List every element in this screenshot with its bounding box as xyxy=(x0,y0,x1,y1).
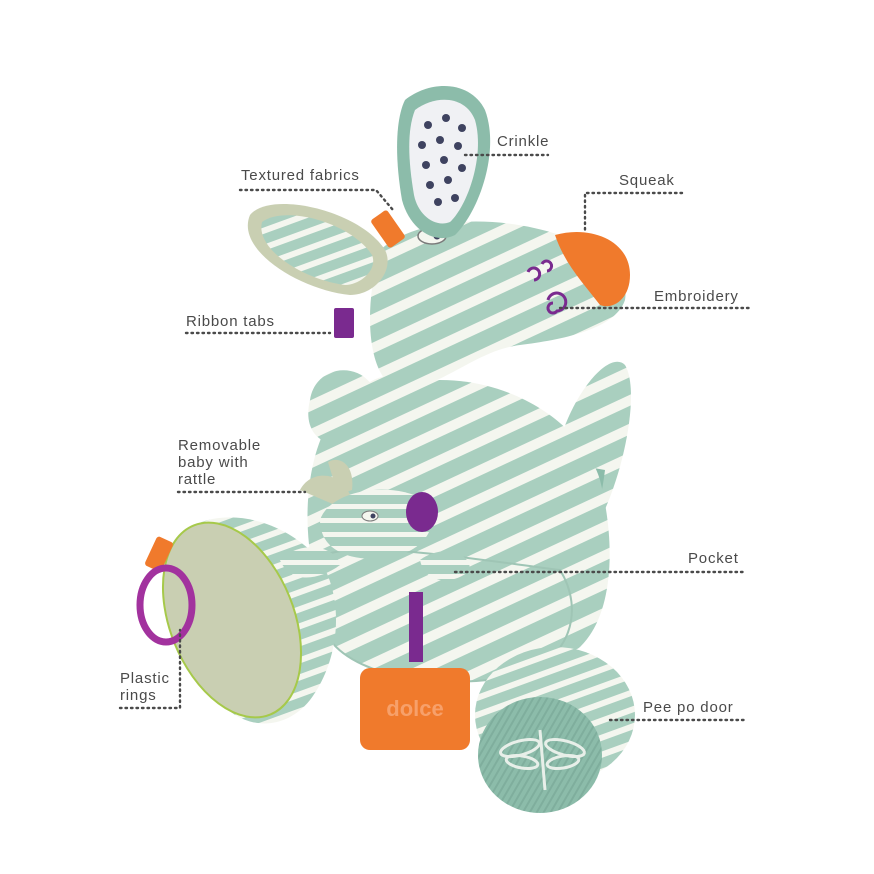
label-removable-baby-line3: rattle xyxy=(178,471,217,488)
label-crinkle: Crinkle xyxy=(497,133,550,150)
teether-door xyxy=(360,668,470,750)
plastic-ring-group xyxy=(136,536,196,646)
label-plastic-rings-line1: Plastic xyxy=(120,670,170,687)
leader-squeak xyxy=(583,191,684,234)
purple-strap xyxy=(409,592,423,662)
label-plastic-rings: Plastic rings xyxy=(120,670,240,704)
head xyxy=(370,221,626,391)
label-removable-baby-line2: baby with xyxy=(178,454,249,471)
leader-textured-fabrics xyxy=(238,188,395,212)
leader-plastic-rings xyxy=(118,628,182,710)
embroidery-swirls xyxy=(526,259,568,315)
label-plastic-rings-line2: rings xyxy=(120,687,157,704)
orange-ribbon-tab xyxy=(371,210,405,248)
label-removable-baby: Removable baby with rattle xyxy=(178,437,298,488)
polka-dots xyxy=(418,114,466,206)
plastic-ring xyxy=(136,564,196,646)
purple-ribbon-tab xyxy=(334,308,354,338)
right-foot-sole xyxy=(478,697,602,813)
baby-kangaroo xyxy=(280,459,470,581)
label-pocket: Pocket xyxy=(688,550,739,567)
label-textured-fabrics: Textured fabrics xyxy=(241,167,360,184)
label-ribbon-tabs: Ribbon tabs xyxy=(186,313,275,330)
label-squeak: Squeak xyxy=(619,172,675,189)
label-removable-baby-line1: Removable xyxy=(178,437,262,454)
label-pee-po-door: Pee po door xyxy=(643,699,734,716)
label-embroidery: Embroidery xyxy=(654,288,739,305)
right-arm xyxy=(349,373,490,476)
left-arm xyxy=(308,370,378,446)
dragonfly-emblem xyxy=(499,729,586,791)
snout-squeaker xyxy=(555,231,630,307)
teether-brand-text: dolce xyxy=(386,696,443,721)
